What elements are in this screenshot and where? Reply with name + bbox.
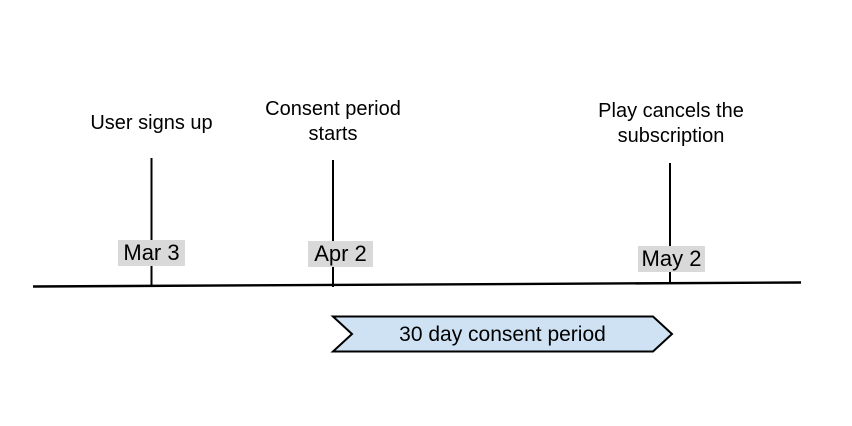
- event-label-user-signs-up: User signs up: [90, 112, 213, 134]
- date-badge-may-2: May 2: [638, 246, 705, 272]
- timeline-axis-line: [32, 281, 802, 288]
- consent-period-arrow-label: 30 day consent period: [399, 322, 606, 346]
- consent-period-arrow-shape: [330, 315, 674, 353]
- date-badge-mar-3: Mar 3: [118, 240, 185, 266]
- event-label-consent-period-starts: Consent period starts: [265, 98, 401, 145]
- event-label-play-cancels-subscription: Play cancels the subscription: [598, 100, 744, 147]
- date-badge-apr-2: Apr 2: [308, 241, 373, 267]
